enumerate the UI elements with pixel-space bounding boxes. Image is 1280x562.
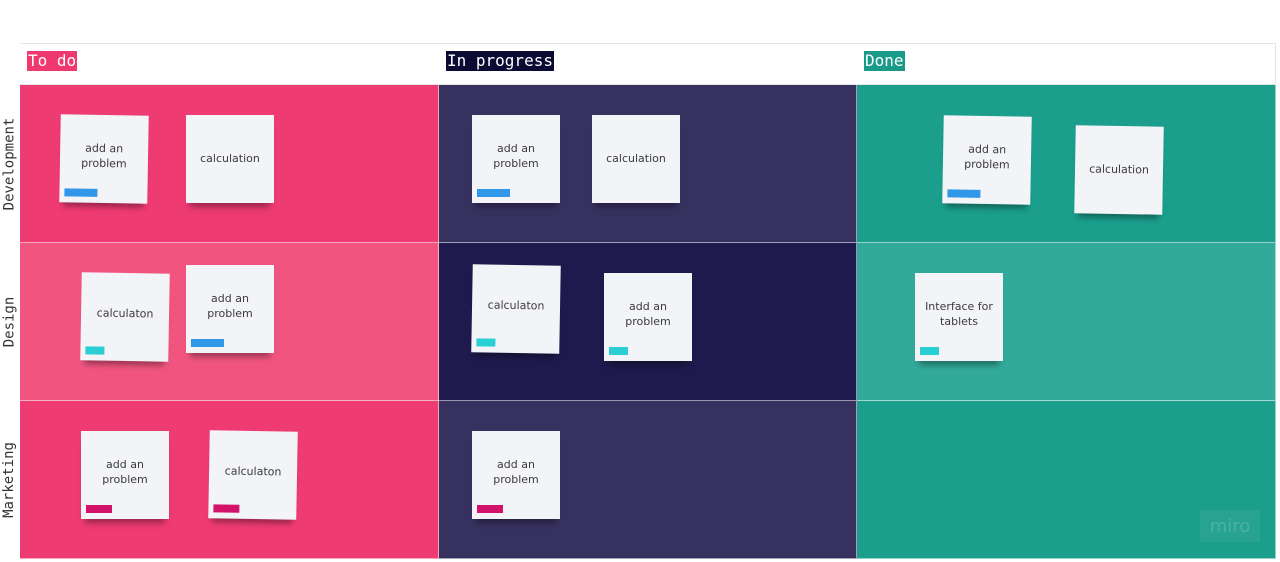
sticky-note-text: add an problem [493, 141, 539, 171]
sticky-note-text: add an problem [493, 457, 539, 487]
sticky-note[interactable]: calculation [186, 115, 274, 203]
row-label-marketing: Marketing [0, 401, 18, 559]
tag-cyan [476, 338, 496, 347]
sticky-note-text: add an problem [625, 299, 671, 329]
sticky-note-text: calculation [606, 152, 666, 166]
sticky-note-text: calculaton [224, 464, 282, 479]
sticky-note[interactable]: Interface for tablets [915, 273, 1003, 361]
tag-cyan [609, 347, 628, 355]
column-header-done[interactable]: Done [857, 43, 1276, 85]
tag-blue [947, 189, 981, 198]
sticky-note[interactable]: calculaton [80, 272, 170, 362]
tag-magenta [213, 504, 240, 513]
sticky-note-text: add an problem [81, 141, 127, 171]
miro-watermark: miro [1200, 510, 1260, 542]
sticky-note[interactable]: add an problem [942, 115, 1032, 205]
sticky-note[interactable]: calculaton [471, 264, 561, 354]
tag-cyan [85, 346, 105, 355]
sticky-note[interactable]: add an problem [81, 431, 169, 519]
sticky-note[interactable]: add an problem [604, 273, 692, 361]
cell-development-done[interactable] [857, 85, 1276, 243]
sticky-note[interactable]: add an problem [472, 431, 560, 519]
sticky-note-text: calculation [1089, 162, 1149, 177]
sticky-note[interactable]: add an problem [472, 115, 560, 203]
tag-magenta [477, 505, 503, 513]
row-label-design: Design [0, 243, 18, 401]
row-title-development: Development [1, 117, 17, 211]
sticky-note[interactable]: add an problem [186, 265, 274, 353]
column-header-in-progress[interactable]: In progress [439, 43, 857, 85]
sticky-note[interactable]: calculation [1074, 125, 1164, 215]
sticky-note[interactable]: calculation [592, 115, 680, 203]
row-title-marketing: Marketing [1, 442, 18, 518]
tag-magenta [86, 505, 112, 513]
sticky-note[interactable]: calculaton [208, 430, 298, 520]
sticky-note-text: add an problem [207, 291, 253, 321]
tag-cyan [920, 347, 939, 355]
cell-marketing-done[interactable] [857, 401, 1276, 559]
sticky-note-text: calculation [200, 152, 260, 166]
sticky-note-text: calculaton [487, 298, 545, 313]
column-header-todo[interactable]: To do [20, 43, 439, 85]
tag-blue [191, 339, 224, 347]
column-title-done: Done [864, 51, 905, 71]
tag-blue [64, 188, 98, 197]
sticky-note[interactable]: add an problem [59, 114, 149, 204]
sticky-note-text: calculaton [96, 306, 154, 321]
sticky-note-text: add an problem [102, 457, 148, 487]
sticky-note-text: Interface for tablets [925, 299, 993, 329]
sticky-note-text: add an problem [964, 142, 1010, 172]
row-title-design: Design [1, 296, 18, 348]
tag-blue [477, 189, 510, 197]
column-title-in-progress: In progress [446, 51, 554, 71]
column-title-todo: To do [27, 51, 78, 71]
row-label-development: Development [0, 85, 18, 243]
